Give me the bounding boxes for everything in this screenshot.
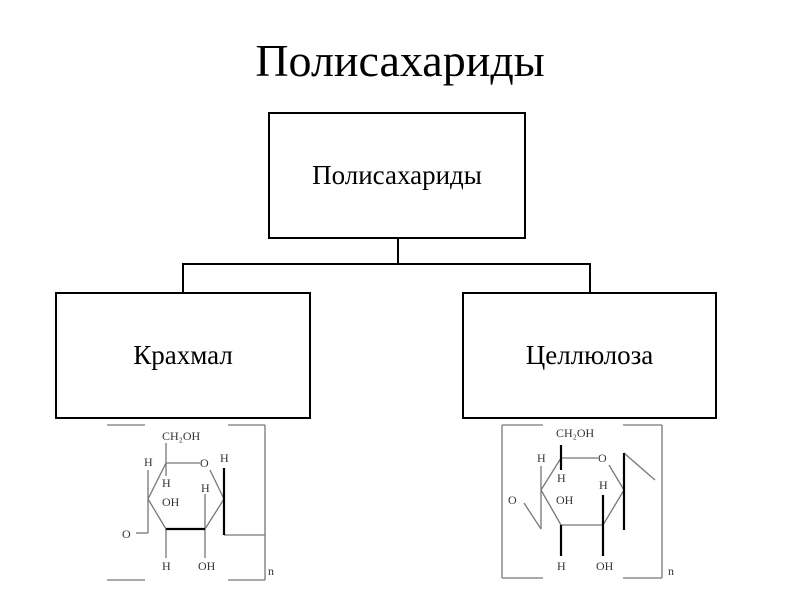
starch-h: H	[144, 455, 153, 469]
cellulose-oh: OH	[596, 559, 614, 573]
slide-title: Полисахариды	[255, 35, 545, 86]
starch-oh: OH	[198, 559, 216, 573]
starch-ring-o: O	[200, 456, 209, 470]
cellulose-bridge-o: O	[508, 493, 517, 507]
starch-bridge-o: O	[122, 527, 131, 541]
cellulose-n: n	[668, 564, 674, 578]
root-node-polysaccharides: Полисахариды	[268, 112, 526, 239]
cellulose-h: H	[557, 559, 566, 573]
node-starch: Крахмал	[55, 292, 311, 419]
starch-n: n	[268, 564, 274, 578]
node-cellulose: Целлюлоза	[462, 292, 717, 419]
cellulose-oh: OH	[556, 493, 574, 507]
cellulose-ch2oh: CH₂OH	[556, 426, 595, 440]
starch-h: H	[201, 481, 210, 495]
starch-h: H	[162, 476, 171, 490]
starch-oh: OH	[162, 495, 180, 509]
cellulose-h: H	[537, 451, 546, 465]
cellulose-h: H	[557, 471, 566, 485]
starch-ch2oh: CH₂OH	[162, 429, 201, 443]
cellulose-h: H	[599, 478, 608, 492]
starch-h: H	[220, 451, 229, 465]
cellulose-ring-o: O	[598, 451, 607, 465]
starch-h: H	[162, 559, 171, 573]
